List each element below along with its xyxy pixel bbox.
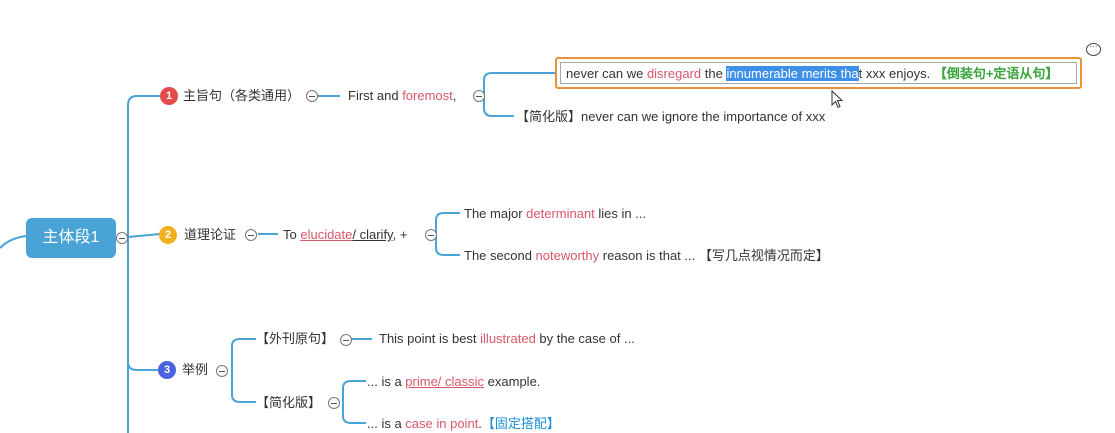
branch3-sub2-item2[interactable]: ... is a case in point.【固定搭配】 — [367, 416, 560, 432]
branch2-topic[interactable]: 道理论证 — [184, 227, 237, 242]
branch3-sub1-item[interactable]: This point is best illustrated by the ca… — [379, 331, 635, 347]
edit-field-text[interactable]: never can we disregard the innumerable m… — [566, 66, 1058, 82]
branch1-simplified[interactable]: 【简化版】never can we ignore the importance … — [516, 109, 826, 124]
item-text: . — [478, 416, 482, 431]
item-text: ... is a — [367, 416, 406, 431]
item-text: The major — [464, 206, 527, 221]
collapse-toggle-icon[interactable] — [216, 365, 228, 377]
item-text: The second — [464, 248, 536, 263]
edit-text-part: the — [701, 66, 727, 81]
collapse-toggle-icon[interactable] — [245, 229, 257, 241]
branch2-connector[interactable]: To elucidate/ clarify, + — [283, 227, 407, 243]
root-topic[interactable]: 主体段1 — [26, 218, 116, 258]
connector-highlight: elucidate — [300, 227, 353, 242]
edit-text-tag: 【倒装句+定语从句】 — [933, 66, 1059, 81]
item-text: reason is that ... 【写几点视情况而定】 — [599, 248, 829, 263]
text-selection: innumerable merits tha — [726, 66, 859, 81]
item-text: This point is best — [379, 331, 481, 346]
item-text: lies in ... — [594, 206, 647, 221]
comment-icon[interactable]: ··· — [1086, 43, 1101, 56]
connector-text: First and — [348, 88, 403, 103]
mouse-cursor-icon — [831, 90, 844, 109]
badge-3: 3 — [158, 361, 176, 379]
branch1-topic[interactable]: 主旨句（各类通用） — [183, 88, 301, 103]
branch3-sub2-item1[interactable]: ... is a prime/ classic example. — [367, 374, 540, 390]
branch1-connector[interactable]: First and foremost, — [348, 88, 456, 104]
connector-highlight: foremost — [402, 88, 453, 103]
badge-2: 2 — [159, 226, 177, 244]
collapse-toggle-icon[interactable] — [116, 232, 128, 244]
connector-text: To — [283, 227, 301, 242]
branch3-topic[interactable]: 举例 — [182, 362, 209, 377]
collapse-toggle-icon[interactable] — [340, 334, 352, 346]
edit-text-part: never can we — [566, 66, 647, 81]
connector-text: / clarify — [352, 227, 393, 242]
collapse-toggle-icon[interactable] — [425, 229, 437, 241]
connector-punct: , — [452, 88, 457, 103]
connector-text: , + — [392, 227, 408, 242]
item-text: example. — [484, 374, 541, 389]
item-highlight: illustrated — [480, 331, 536, 346]
branch2-item2[interactable]: The second noteworthy reason is that ...… — [464, 248, 829, 264]
item-highlight: determinant — [526, 206, 595, 221]
collapse-toggle-icon[interactable] — [306, 90, 318, 102]
item-text: by the case of ... — [535, 331, 635, 346]
branch2-item1[interactable]: The major determinant lies in ... — [464, 206, 646, 222]
item-tag: 【固定搭配】 — [481, 416, 560, 431]
branch3-sub2-label[interactable]: 【简化版】 — [256, 395, 322, 410]
edit-text-highlight: disregard — [646, 66, 702, 81]
item-highlight: prime/ classic — [405, 374, 485, 389]
branch3-sub1-label[interactable]: 【外刊原句】 — [256, 331, 335, 346]
collapse-toggle-icon[interactable] — [328, 397, 340, 409]
item-text: ... is a — [367, 374, 406, 389]
collapse-toggle-icon[interactable] — [473, 90, 485, 102]
edit-field[interactable] — [560, 62, 1077, 84]
item-highlight: noteworthy — [535, 248, 600, 263]
item-highlight: case in point — [405, 416, 479, 431]
edit-text-part: t xxx enjoys. — [858, 66, 934, 81]
badge-1: 1 — [160, 87, 178, 105]
